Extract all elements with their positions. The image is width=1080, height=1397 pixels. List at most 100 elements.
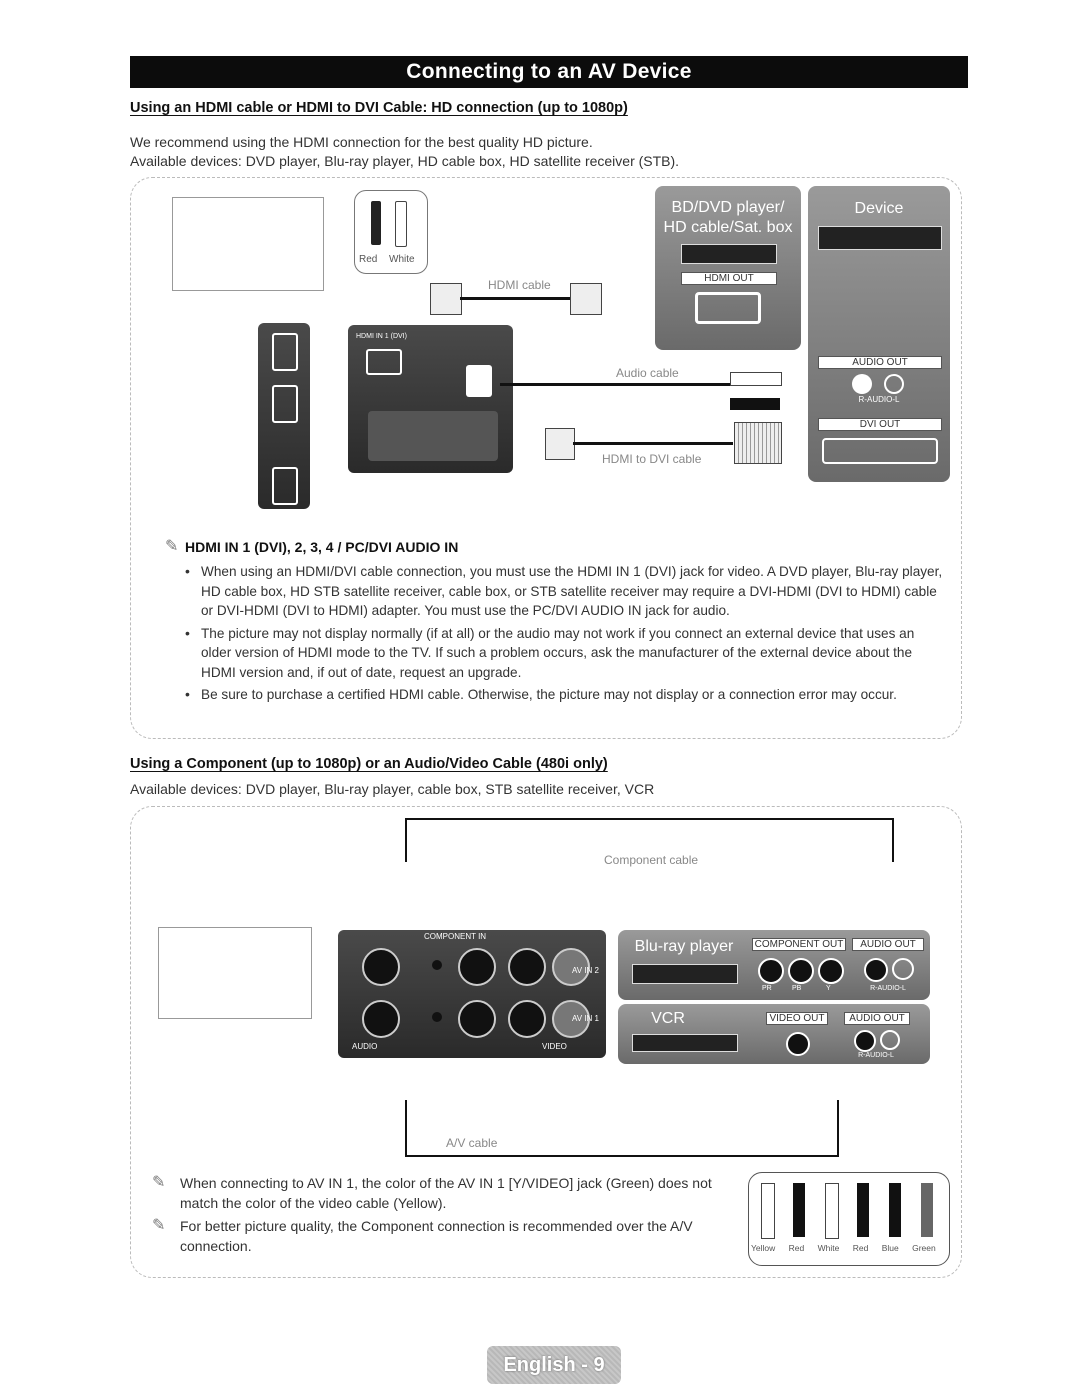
note-bullets: When using an HDMI/DVI cable connection,… xyxy=(183,562,943,708)
hdmi-plug-left-icon xyxy=(430,283,462,315)
audio-out-label: AUDIO OUT xyxy=(818,356,942,369)
av-ports-icon xyxy=(368,411,498,461)
jack-icon xyxy=(458,1000,496,1038)
jack-icon xyxy=(362,948,400,986)
bluray-device-box: Blu-ray player COMPONENT OUT PR PB Y AUD… xyxy=(618,930,930,1000)
jack-icon xyxy=(458,948,496,986)
green-plug-icon xyxy=(921,1183,933,1237)
jack-icon xyxy=(552,948,590,986)
red-label: Red xyxy=(359,254,378,265)
hdmi-in-1-port-icon xyxy=(366,349,402,375)
hdmi-dvi-cable-line xyxy=(573,442,733,445)
note-bullet: The picture may not display normally (if… xyxy=(183,624,943,683)
dvd-player-icon xyxy=(681,244,777,264)
hdmi-cable-line xyxy=(460,297,570,300)
hdmi-out-port-icon xyxy=(695,292,761,324)
component-diagram-panel xyxy=(130,806,962,1278)
plug-color-label: Red xyxy=(852,1243,869,1253)
bluray-label: Blu-ray player xyxy=(634,938,734,955)
hdmi-cable xyxy=(430,283,610,317)
audio-cable-label: Audio cable xyxy=(616,366,679,380)
audio-r-jack-icon xyxy=(864,958,888,982)
tv-back-outline-2 xyxy=(158,927,312,1019)
hdmi-in-3-port-icon xyxy=(272,385,298,423)
audio-plug-legend: Red White xyxy=(354,190,428,274)
dvi-plug-icon xyxy=(734,422,782,464)
component-cable-label: Component cable xyxy=(604,853,699,867)
dvi-device-box: Device AUDIO OUT R-AUDIO-L DVI OUT xyxy=(808,186,950,482)
vcr-label: VCR xyxy=(651,1010,685,1027)
bluray-player-icon xyxy=(632,964,738,984)
r-audio-l-label-2: R-AUDIO-L xyxy=(870,985,906,992)
tv-back-outline xyxy=(172,197,324,291)
component-cable-line xyxy=(405,818,894,862)
section2-heading-text: Using a Component (up to 1080p) or an Au… xyxy=(130,756,608,772)
y-label: Y xyxy=(826,985,831,992)
section1-line1: We recommend using the HDMI connection f… xyxy=(130,134,593,150)
video-out-label: VIDEO OUT xyxy=(766,1012,828,1025)
audio-label: AUDIO xyxy=(352,1042,378,1051)
hdmi-in-1-dvi-label: HDMI IN 1 (DVI) xyxy=(356,333,407,340)
plug-color-label: Yellow xyxy=(751,1243,776,1253)
blue-plug-icon xyxy=(889,1183,901,1237)
pb-label: PB xyxy=(792,985,802,992)
r-audio-l-label: R-AUDIO-L xyxy=(858,395,900,404)
tv-side-hdmi-panel xyxy=(258,323,310,509)
component-note-1: When connecting to AV IN 1, the color of… xyxy=(180,1175,712,1211)
plug-colors-row: Yellow Red White Red Blue Green xyxy=(751,1243,947,1253)
vcr-audio-r-jack-icon xyxy=(854,1030,876,1052)
red-plug-icon xyxy=(793,1183,805,1237)
note-pencil-icon: ✎ xyxy=(165,538,179,555)
note-pencil-icon: ✎ xyxy=(152,1217,166,1234)
note-heading: HDMI IN 1 (DVI), 2, 3, 4 / PC/DVI AUDIO … xyxy=(185,539,459,555)
y-jack-icon xyxy=(818,958,844,984)
jack-icon xyxy=(552,1000,590,1038)
video-label: VIDEO xyxy=(542,1042,567,1051)
audio-cable-line xyxy=(500,383,730,386)
audio-l-jack-icon xyxy=(892,958,914,980)
white-plug-icon xyxy=(395,201,407,247)
dvi-out-port-icon xyxy=(822,438,938,464)
device-label: Device xyxy=(854,200,904,217)
audio-out-label-3: AUDIO OUT xyxy=(844,1012,910,1025)
plug-color-label: Red xyxy=(788,1243,805,1253)
jack-icon xyxy=(362,1000,400,1038)
vcr-device-box: VCR VIDEO OUT AUDIO OUT R-AUDIO-L xyxy=(618,1004,930,1064)
tv-av-panel: AV IN 2 AV IN 1 COMPONENT IN AUDIO VIDEO xyxy=(338,930,606,1058)
section1-line2: Available devices: DVD player, Blu-ray p… xyxy=(130,153,680,169)
pc-dvi-audio-in-port-icon xyxy=(466,365,492,397)
device-icon xyxy=(818,226,942,250)
hdmi-cable-label: HDMI cable xyxy=(488,278,551,292)
hdmi-out-label: HDMI OUT xyxy=(681,272,777,285)
component-note-2: For better picture quality, the Componen… xyxy=(180,1218,693,1254)
plug-color-legend: Yellow Red White Red Blue Green xyxy=(748,1172,950,1266)
white-label: White xyxy=(389,254,415,265)
note-pencil-icon: ✎ xyxy=(152,1174,166,1191)
av-cable-label: A/V cable xyxy=(446,1136,498,1150)
vcr-icon xyxy=(632,1034,738,1052)
jack-icon xyxy=(508,948,546,986)
hdmi-dvi-plug-left-icon xyxy=(545,428,575,460)
av-in-2-label: AV IN 2 xyxy=(572,966,599,975)
plug-color-label: Green xyxy=(912,1243,936,1253)
vcr-audio-l-jack-icon xyxy=(880,1030,900,1050)
hdmi-plug-right-icon xyxy=(570,283,602,315)
section1-heading: Using an HDMI cable or HDMI to DVI Cable… xyxy=(130,100,970,116)
audio-plug-white-icon xyxy=(730,372,782,386)
jack-small-icon xyxy=(432,960,442,970)
bd-dvd-label: BD/DVD player/ HD cable/Sat. box xyxy=(663,199,793,236)
pr-label: PR xyxy=(762,985,772,992)
hdmi-diagram-panel xyxy=(130,177,962,739)
white-plug-icon xyxy=(825,1183,839,1239)
audio-plug-red-icon xyxy=(730,398,780,410)
page-title: Connecting to an AV Device xyxy=(130,56,968,88)
hdmi-in-2-port-icon xyxy=(272,467,298,505)
plug-color-label: Blue xyxy=(881,1243,899,1253)
component-out-label: COMPONENT OUT xyxy=(752,938,846,951)
hdmi-in-4-port-icon xyxy=(272,333,298,371)
r-audio-l-label-3: R-AUDIO-L xyxy=(858,1052,894,1059)
red-plug-icon-2 xyxy=(857,1183,869,1237)
yellow-plug-icon xyxy=(761,1183,775,1239)
note-bullet: When using an HDMI/DVI cable connection,… xyxy=(183,562,943,621)
audio-red-jack-icon xyxy=(852,374,872,394)
